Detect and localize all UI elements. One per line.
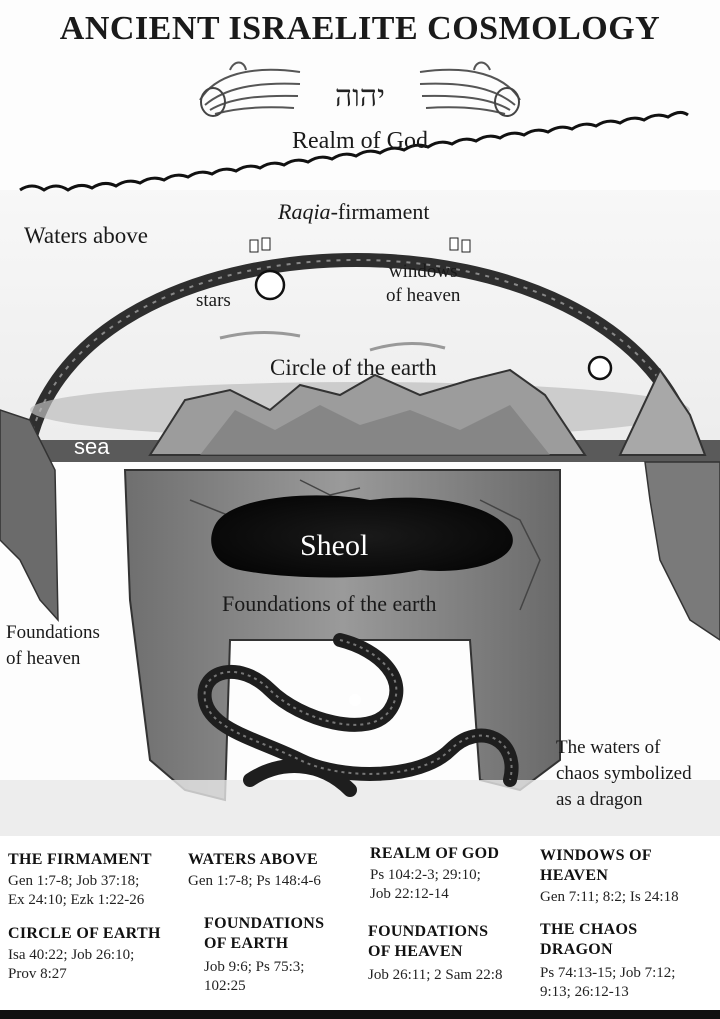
ref-found-heaven-line1: Job 26:11; 2 Sam 22:8 [368, 967, 503, 983]
dragon-scales [203, 639, 513, 781]
foundations-of-earth-label: Foundations of the earth [222, 591, 437, 616]
ref-found-earth-line2: 102:25 [204, 978, 246, 994]
star-circle-icon [254, 269, 286, 301]
ref-realm-heading: REALM OF GOD [370, 845, 500, 862]
foundations-of-heaven-label: Foundations of heaven [6, 620, 100, 672]
sheol-cavern [211, 495, 513, 578]
ref-circle-line1: Isa 40:22; Job 26:10; [8, 947, 135, 963]
chaos-line-1: The waters of [556, 737, 661, 758]
raqia-firmament-label: Raqia-firmament [278, 199, 430, 225]
ref-firmament-heading: THE FIRMAMENT [8, 851, 152, 868]
waters-of-chaos-label: The waters of chaos symbolized as a drag… [556, 735, 692, 813]
page-title: ANCIENT ISRAELITE COSMOLOGY [59, 10, 661, 47]
ref-windows-heading-2: HEAVEN [540, 867, 609, 884]
ref-dragon-line1: Ps 74:13-15; Job 7:12; [540, 965, 676, 981]
realm-of-god-label: Realm of God [292, 128, 428, 154]
windows-line-1: windows [388, 261, 458, 282]
stars-label: stars [196, 290, 231, 311]
windows-of-heaven-label: windows of heaven [386, 260, 460, 308]
ref-waters-line1: Gen 1:7-8; Ps 148:4-6 [188, 873, 321, 889]
ref-dragon-line2: 9:13; 26:12-13 [540, 984, 629, 1000]
sheol-label: Sheol [300, 529, 369, 562]
foundations-heaven-line-1: Foundations [6, 622, 100, 643]
foundations-heaven-line-2: of heaven [6, 648, 81, 669]
ref-found-earth-line1: Job 9:6; Ps 75:3; [204, 959, 305, 975]
right-peak [618, 367, 707, 456]
upper-waters-line [19, 110, 689, 192]
window-icon [449, 237, 459, 251]
ref-dragon-heading-2: DRAGON [540, 941, 613, 958]
cosmos-illustration [0, 61, 720, 836]
ref-dragon-heading-1: THE CHAOS [540, 921, 638, 938]
ref-realm-line1: Ps 104:2-3; 29:10; [370, 867, 481, 883]
ref-found-heaven-heading-1: FOUNDATIONS [368, 923, 489, 940]
ref-found-earth-heading-1: FOUNDATIONS [204, 915, 325, 932]
sea-label: sea [74, 434, 110, 459]
chaos-line-3: as a dragon [556, 789, 643, 810]
waters-above-label: Waters above [24, 223, 148, 248]
ref-windows-line1: Gen 7:11; 8:2; Is 24:18 [540, 889, 679, 905]
ref-realm-line2: Job 22:12-14 [370, 886, 449, 902]
windows-line-2: of heaven [386, 285, 461, 306]
chaos-dragon-icon [197, 633, 519, 797]
circle-of-earth-label: Circle of the earth [270, 355, 437, 380]
cloud-icon [369, 341, 446, 352]
raqia-word: Raqia [278, 199, 331, 224]
ref-windows-heading-1: WINDOWS OF [540, 847, 652, 864]
winged-figure-right-icon [419, 61, 521, 117]
bottom-border [0, 1010, 720, 1019]
winged-figure-left-icon [199, 61, 301, 117]
ref-found-heaven-heading-2: OF HEAVEN [368, 943, 463, 960]
ref-firmament-line2: Ex 24:10; Ezk 1:22-26 [8, 892, 145, 908]
star-circle-icon [587, 355, 613, 381]
chaos-line-2: chaos symbolized [556, 763, 692, 784]
window-icon [461, 239, 471, 253]
left-cliff [0, 409, 59, 622]
firmament-word: -firmament [330, 199, 430, 224]
window-icon [261, 237, 271, 251]
cloud-icon [219, 330, 301, 340]
ref-waters-heading: WATERS ABOVE [188, 851, 319, 868]
ref-circle-line2: Prov 8:27 [8, 966, 67, 982]
right-cliff [644, 461, 720, 641]
ref-found-earth-heading-2: OF EARTH [204, 935, 289, 952]
firmament-dome [23, 253, 697, 442]
yhwh-hebrew-text: יהוה [334, 80, 386, 113]
window-icon [249, 239, 259, 253]
ref-firmament-line1: Gen 1:7-8; Job 37:18; [8, 873, 140, 889]
scripture-references: THE FIRMAMENT Gen 1:7-8; Job 37:18; Ex 2… [0, 836, 720, 1010]
dragon-eye-icon [349, 694, 361, 706]
ref-circle-heading: CIRCLE OF EARTH [8, 925, 161, 942]
